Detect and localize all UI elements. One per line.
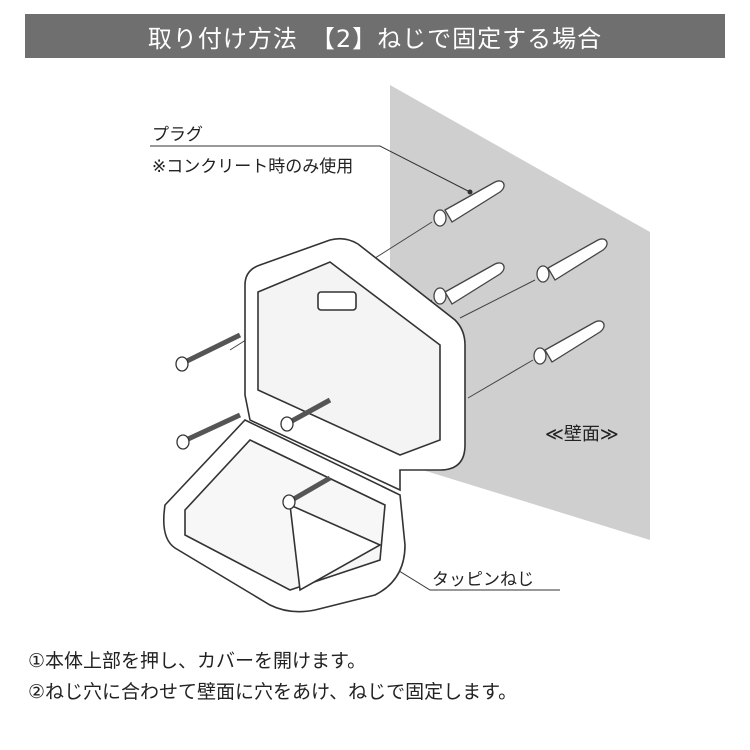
step-2: ②ねじ穴に合わせて壁面に穴をあけ、ねじで固定します。: [28, 681, 518, 703]
screw-label: タッピンねじ: [432, 570, 534, 590]
title-banner: 取り付け方法 【2】ねじで固定する場合: [25, 14, 725, 58]
step-1: ①本体上部を押し、カバーを開けます。: [28, 650, 367, 672]
plug-leader-dot: [467, 189, 473, 195]
wall-plug-4: [533, 320, 605, 365]
wall-plug-2: [433, 262, 505, 305]
tapping-screw-2: [176, 412, 242, 450]
tapping-screw-1: [175, 332, 242, 372]
plug-note-label: ※コンクリート時のみ使用: [152, 157, 354, 177]
wall-plug-1: [433, 180, 505, 227]
wall-plug-3: [536, 238, 608, 283]
plug-label: プラグ: [152, 125, 203, 145]
plug-leader-line: [150, 145, 471, 193]
dispenser-body: [162, 237, 466, 613]
title-text: 取り付け方法 【2】ねじで固定する場合: [147, 24, 603, 53]
tapping-screw-3: [280, 397, 332, 432]
wall-label: ≪壁面≫: [545, 424, 619, 445]
tapping-screw-4: [282, 475, 332, 510]
